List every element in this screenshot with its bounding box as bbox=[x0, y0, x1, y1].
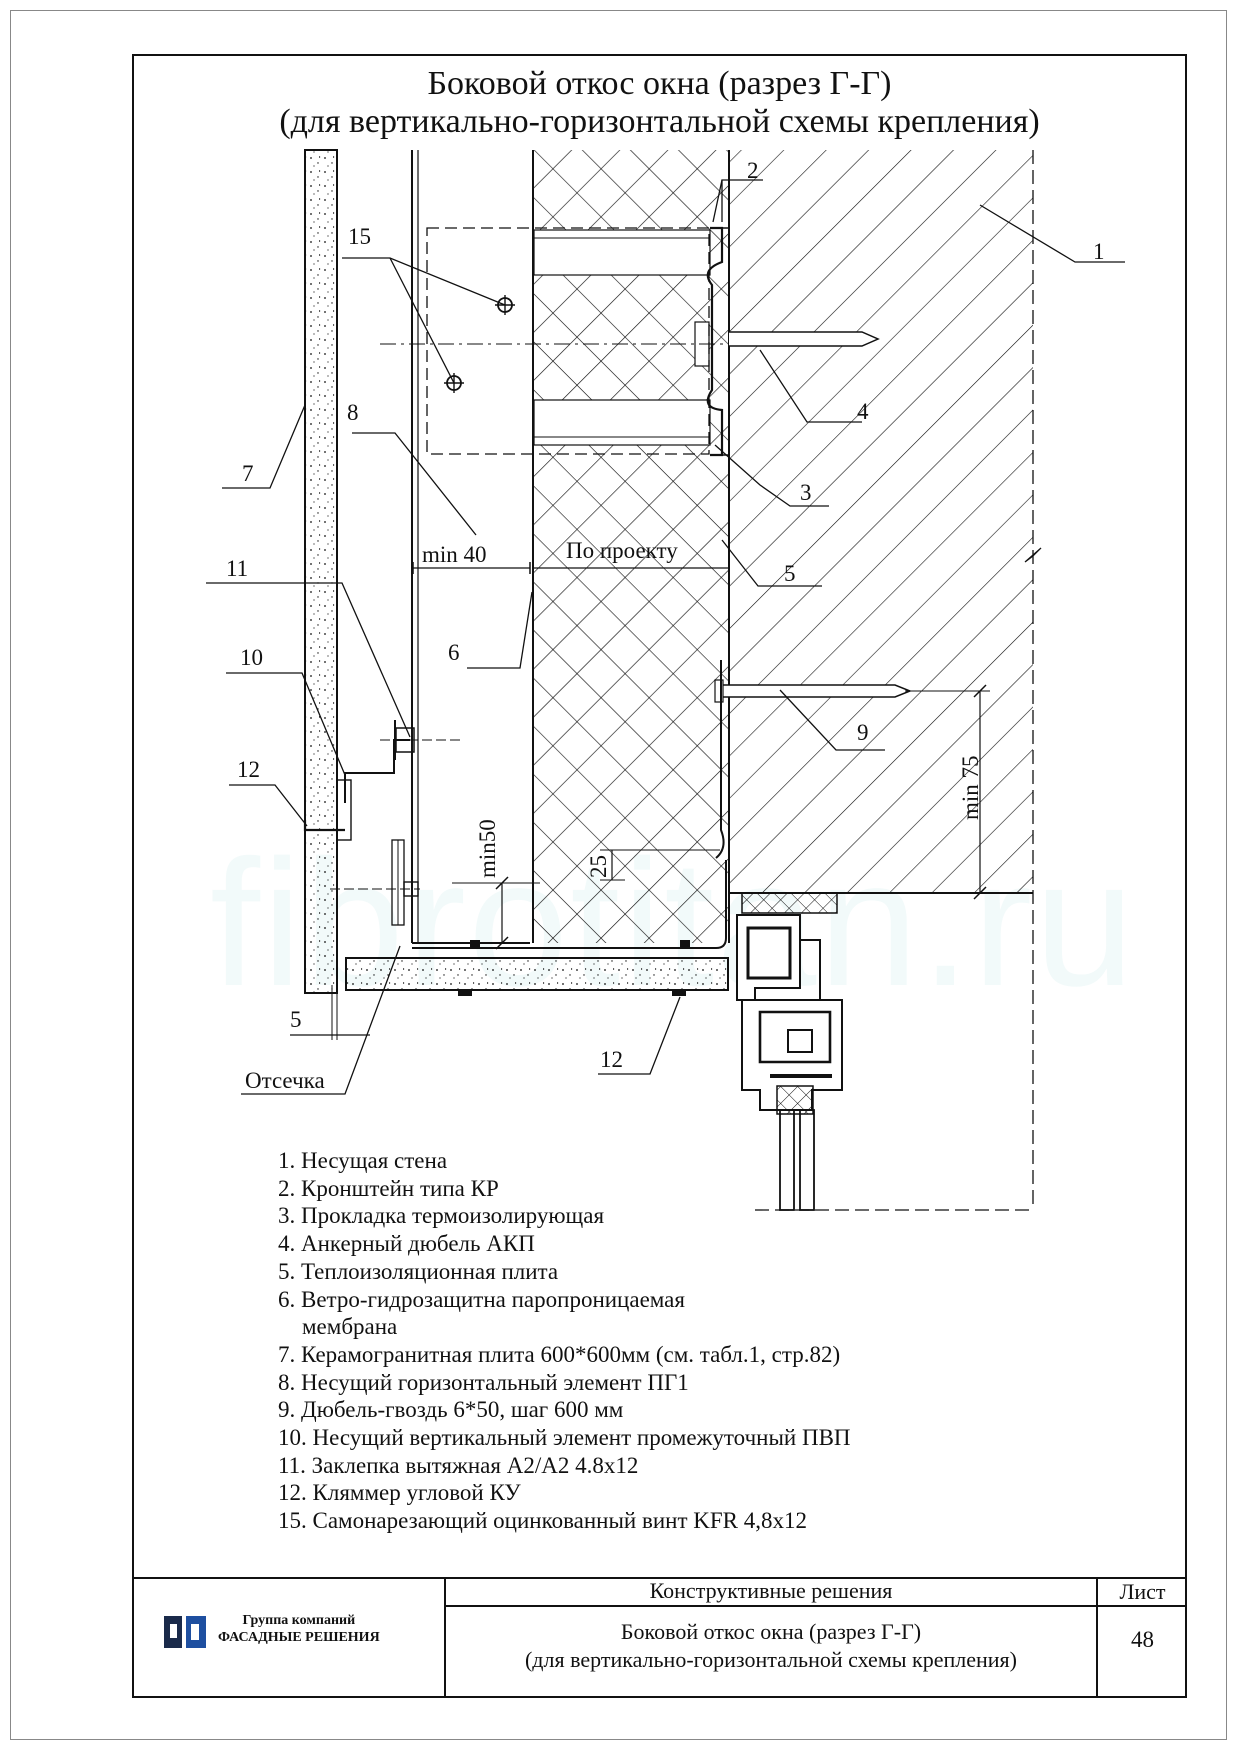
ceramic-granite-tile bbox=[304, 149, 729, 1040]
callout-6: 6 bbox=[448, 640, 460, 665]
title-block-divider bbox=[444, 1577, 446, 1698]
callout-11: 11 bbox=[226, 556, 248, 581]
callout-3: 3 bbox=[800, 480, 812, 505]
title-block-divider bbox=[1096, 1577, 1098, 1698]
drawing-frame bbox=[132, 54, 1187, 1698]
title-block-section: Конструктивные решения bbox=[649, 1578, 893, 1603]
callout-4: 4 bbox=[857, 399, 869, 424]
title-block-name-line2: (для вертикально-горизонтальной схемы кр… bbox=[524, 1647, 1017, 1672]
dim-min75: min 75 bbox=[958, 755, 983, 820]
callout-2: 2 bbox=[747, 158, 759, 183]
title-block-name-line1: Боковой откос окна (разрез Г-Г) bbox=[620, 1619, 922, 1644]
legend-item-12: 12. Кляммер угловой КУ bbox=[278, 1480, 521, 1506]
dim-5: 5 bbox=[290, 1007, 302, 1032]
callout-15: 15 bbox=[348, 224, 371, 249]
company-name-line2: ФАСАДНЫЕ РЕШЕНИЯ bbox=[218, 1630, 380, 1645]
legend-item-15: 15. Самонарезающий оцинкованный винт KFR… bbox=[278, 1508, 808, 1534]
legend-item-7: 7. Керамогранитная плита 600*600мм (см. … bbox=[278, 1341, 841, 1367]
insulation-board bbox=[532, 150, 730, 943]
drawing-title-line2: (для вертикально-горизонтальной схемы кр… bbox=[279, 103, 1040, 140]
company-name: Группа компаний ФАСАДНЫЕ РЕШЕНИЯ bbox=[218, 1612, 380, 1646]
legend-item-2: 2. Кронштейн типа КР bbox=[278, 1175, 499, 1201]
legend-item-6: 6. Ветро-гидрозащитна паропроницаемая bbox=[278, 1286, 685, 1312]
legend-item-1: 1. Несущая стена bbox=[278, 1148, 448, 1173]
legend-item-6-cont: мембрана bbox=[302, 1314, 398, 1340]
label-otsechka: Отсечка bbox=[245, 1068, 325, 1093]
membrane bbox=[715, 660, 725, 859]
dim-25: 25 bbox=[586, 855, 611, 878]
company-name-line1: Группа компаний bbox=[242, 1613, 356, 1628]
title-block-sheet-number: 48 bbox=[1131, 1627, 1154, 1652]
callout-5: 5 bbox=[784, 561, 796, 586]
callout-9: 9 bbox=[857, 720, 869, 745]
callout-12a: 12 bbox=[237, 757, 260, 782]
vertical-element-pvp bbox=[330, 720, 460, 926]
window-frame-profile bbox=[736, 892, 843, 1211]
legend-item-4: 4. Анкерный дюбель АКП bbox=[278, 1231, 535, 1257]
dimension-lines bbox=[290, 562, 990, 1036]
legend-item-9: 9. Дюбель-гвоздь 6*50, шаг 600 мм bbox=[278, 1397, 624, 1423]
legend-item-5: 5. Теплоизоляционная плита bbox=[278, 1258, 559, 1284]
legend: 1. Несущая стена 2. Кронштейн типа КР 3.… bbox=[278, 1147, 851, 1535]
title-block-divider bbox=[446, 1605, 1187, 1607]
legend-item-8: 8. Несущий горизонтальный элемент ПГ1 bbox=[278, 1369, 689, 1395]
title-block bbox=[132, 1577, 1187, 1698]
sheet-border bbox=[10, 10, 1227, 1740]
callout-10: 10 bbox=[240, 645, 263, 670]
legend-item-10: 10. Несущий вертикальный элемент промежу… bbox=[278, 1425, 851, 1451]
title-block-sheet-label: Лист bbox=[1119, 1579, 1166, 1604]
dim-min40: min 40 bbox=[422, 542, 487, 567]
profile-zone bbox=[426, 227, 710, 455]
callout-8: 8 bbox=[347, 400, 359, 425]
callout-1: 1 bbox=[1093, 239, 1105, 264]
company-logo-icon bbox=[164, 1616, 206, 1648]
leader-lines bbox=[206, 179, 1125, 1095]
callout-7: 7 bbox=[242, 461, 254, 486]
callout-12b: 12 bbox=[600, 1047, 623, 1072]
drawing-title-line1: Боковой откос окна (разрез Г-Г) bbox=[427, 65, 892, 102]
dim-po-proektu: По проекту bbox=[566, 538, 678, 563]
dim-min50: min50 bbox=[475, 819, 500, 878]
legend-item-11: 11. Заклепка вытяжная А2/А2 4.8х12 bbox=[278, 1452, 639, 1478]
legend-item-3: 3. Прокладка термоизолирующая bbox=[278, 1203, 605, 1229]
anchor-dowel bbox=[380, 331, 880, 347]
